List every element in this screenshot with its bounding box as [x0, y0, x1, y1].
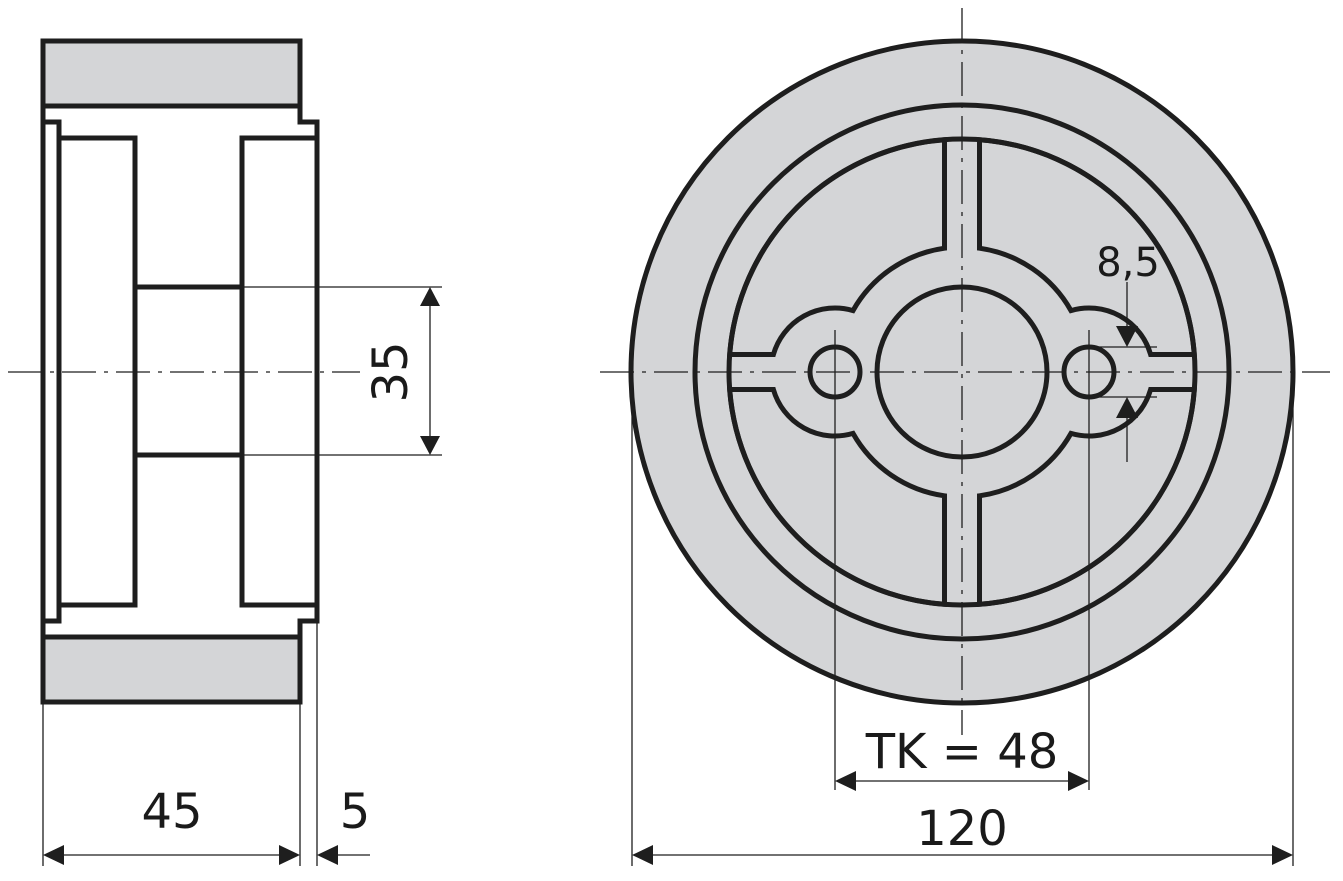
hub-section-top	[40, 103, 320, 290]
dim-hole-label: 8,5	[1096, 240, 1160, 286]
tire-top-section	[40, 38, 303, 109]
front-view: TK = 48 120 8,5	[600, 8, 1330, 866]
section-view: 35 45 5	[8, 38, 442, 866]
dim-offset-label: 5	[340, 784, 371, 840]
dim-width-label: 45	[141, 784, 202, 840]
dim-bore-label: 35	[363, 341, 419, 402]
dim-diameter-label: 120	[916, 801, 1008, 857]
hub-section-bottom	[40, 452, 320, 640]
dim-tk-label: TK = 48	[865, 724, 1059, 780]
bore	[132, 284, 245, 458]
tire-bottom-section	[40, 634, 303, 705]
